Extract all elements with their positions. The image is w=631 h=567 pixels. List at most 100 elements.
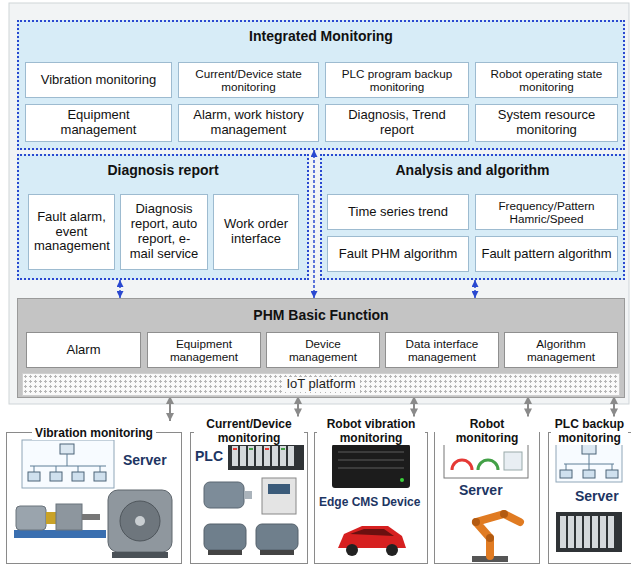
heading-wrap: Robot monitoring bbox=[435, 418, 539, 445]
car-body bbox=[338, 526, 406, 548]
computer-icon bbox=[560, 470, 572, 478]
car-illustration bbox=[338, 526, 406, 556]
status-led bbox=[233, 448, 237, 450]
drive-unit bbox=[262, 478, 296, 514]
network-diagram bbox=[22, 440, 114, 488]
device-slots bbox=[338, 452, 404, 468]
robot-joint bbox=[500, 510, 508, 518]
robot-links bbox=[476, 514, 520, 556]
box-label: Frequency/Pattern Hamric/Speed bbox=[481, 199, 612, 226]
panel-heading: Current/Device monitoring bbox=[194, 418, 304, 444]
box-label: PLC program backup monitoring bbox=[331, 67, 463, 94]
function-box: Time series trend bbox=[327, 194, 469, 230]
computer-icon bbox=[50, 472, 62, 481]
computer-icon bbox=[72, 472, 84, 481]
plc-rack bbox=[228, 442, 304, 470]
box-label: Current/Device state monitoring bbox=[184, 67, 313, 94]
fan-stand bbox=[112, 552, 168, 558]
function-box: Algorithm management bbox=[504, 332, 618, 368]
server-screen bbox=[444, 440, 528, 478]
function-box: System resource monitoring bbox=[475, 104, 618, 142]
function-box: Fault PHM algorithm bbox=[327, 236, 469, 272]
connector-arrow bbox=[169, 396, 171, 421]
function-box: Equipment management bbox=[147, 332, 261, 368]
box-label: Vibration monitoring bbox=[41, 73, 156, 88]
connector-arrow bbox=[119, 280, 121, 298]
heading-wrap: Robot vibration monitoring bbox=[317, 418, 425, 445]
function-box: Fault alarm, event management bbox=[28, 194, 115, 270]
device-label: Server bbox=[458, 482, 504, 498]
box-label: Equipment management bbox=[31, 108, 166, 138]
rack-module bbox=[584, 516, 590, 548]
box-label: Diagnosis report, auto report, e-mail se… bbox=[126, 202, 202, 262]
server-icon bbox=[60, 444, 74, 454]
connector-arrow bbox=[297, 396, 299, 416]
box-label: Fault alarm, event management bbox=[34, 210, 109, 255]
connector-arrow bbox=[474, 280, 476, 298]
server-icon bbox=[582, 444, 596, 454]
fan-inlet bbox=[120, 501, 160, 541]
rack-module bbox=[288, 446, 294, 466]
box-label: Alarm, work history management bbox=[184, 108, 313, 138]
box-label: Algorithm management bbox=[510, 337, 612, 364]
rack-module bbox=[280, 446, 286, 466]
motor-body bbox=[256, 524, 298, 550]
rack-module bbox=[576, 516, 582, 548]
connector-arrow bbox=[413, 396, 415, 416]
fan-body bbox=[108, 490, 172, 552]
motors-and-drive bbox=[204, 478, 298, 555]
computer-icon bbox=[28, 472, 40, 481]
box-label: Fault pattern algorithm bbox=[481, 247, 611, 262]
device-label: Edge CMS Device bbox=[318, 496, 421, 510]
device-label: PLC bbox=[194, 448, 224, 464]
connector-arrow bbox=[613, 396, 615, 416]
diagram-frame bbox=[22, 440, 114, 488]
robot-joint bbox=[472, 518, 480, 526]
motor-body bbox=[16, 506, 46, 530]
box-label: Diagnosis, Trend report bbox=[331, 108, 463, 138]
box-label: Time series trend bbox=[348, 205, 448, 220]
gauge bbox=[478, 460, 498, 470]
motor-body bbox=[204, 482, 244, 508]
box-label: Device management bbox=[272, 337, 374, 364]
function-box: Work order interface bbox=[213, 194, 299, 270]
motor-foot bbox=[260, 550, 294, 555]
gauge bbox=[452, 460, 472, 470]
status-led bbox=[400, 478, 404, 482]
device-label: Server bbox=[574, 488, 620, 504]
rack-module bbox=[560, 516, 566, 548]
rack-body bbox=[228, 442, 304, 470]
box-label: Equipment management bbox=[153, 337, 255, 364]
rack-module bbox=[592, 516, 598, 548]
rack-module bbox=[272, 446, 278, 466]
group-title: Analysis and algorithm bbox=[322, 162, 623, 179]
platform-group: PHM Basic FunctionAlarmEquipment managem… bbox=[17, 298, 625, 398]
connector-arrow bbox=[527, 396, 529, 416]
network-wire bbox=[564, 454, 614, 470]
heading-wrap: PLC backup monitoring bbox=[551, 418, 628, 445]
gearbox bbox=[56, 504, 82, 530]
status-led bbox=[281, 448, 285, 450]
band-label: IoT platform bbox=[282, 377, 359, 392]
device-body bbox=[332, 444, 410, 488]
function-box: Fault pattern algorithm bbox=[475, 236, 618, 272]
device-panel: Robot vibration monitoring bbox=[314, 416, 428, 564]
rack-module bbox=[256, 446, 262, 466]
function-box: Vibration monitoring bbox=[25, 62, 172, 98]
rack-module bbox=[608, 516, 614, 548]
box-label: System resource monitoring bbox=[481, 108, 612, 138]
function-box: Robot operating state monitoring bbox=[475, 62, 618, 98]
screen-frame bbox=[444, 440, 528, 478]
status-led bbox=[249, 448, 253, 450]
robot-arm bbox=[472, 510, 520, 562]
box-label: Alarm bbox=[67, 343, 101, 358]
coupling bbox=[46, 512, 56, 524]
function-box: Equipment management bbox=[25, 104, 172, 142]
network-wire bbox=[30, 454, 106, 472]
robot-joint bbox=[486, 534, 494, 542]
car-wheel bbox=[346, 544, 358, 556]
box-label: Data interface management bbox=[391, 337, 493, 364]
edge-device bbox=[332, 444, 410, 488]
function-box: Frequency/Pattern Hamric/Speed bbox=[475, 194, 618, 230]
function-box: Device management bbox=[266, 332, 380, 368]
